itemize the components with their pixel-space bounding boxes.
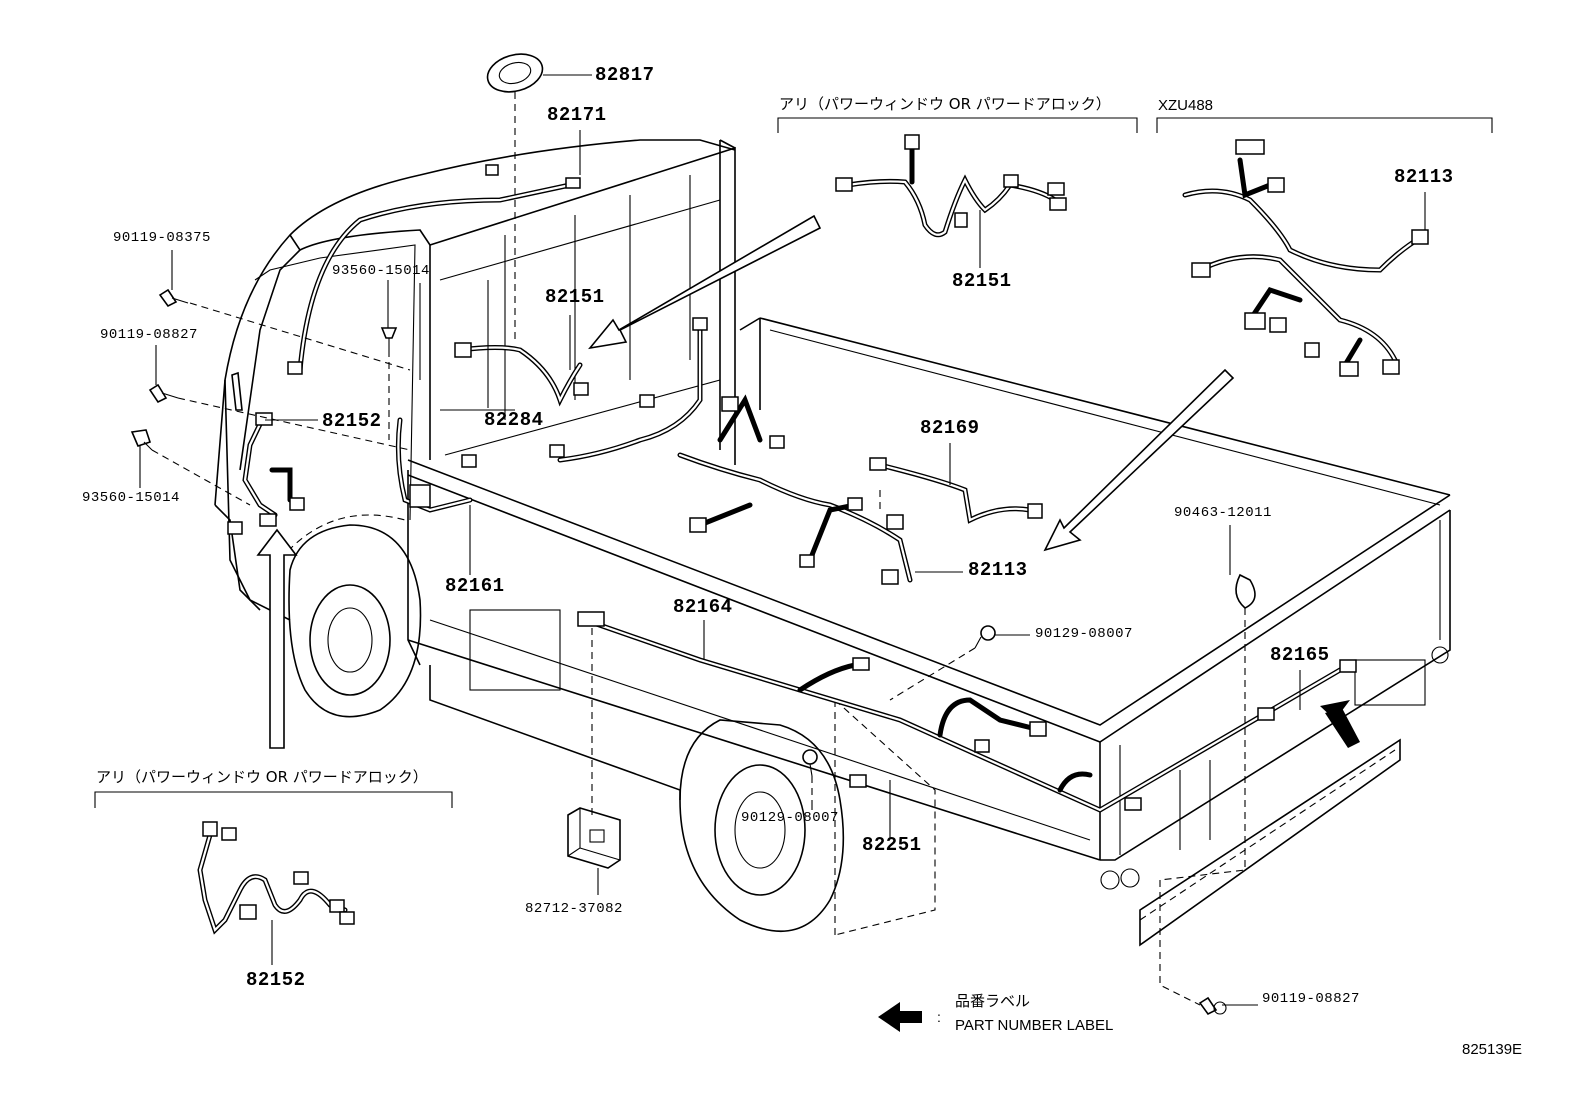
part-label-82151-cab: 82151 [545, 286, 605, 308]
option-harness-82152 [197, 821, 355, 965]
part-label-82251: 82251 [862, 834, 922, 856]
part-label-82152-cab: 82152 [322, 410, 382, 432]
legend-label-japanese: 品番ラベル [955, 992, 1031, 1010]
option-bracket-left [94, 791, 453, 808]
part-label-82171: 82171 [547, 104, 607, 126]
cab-rear-harness [395, 317, 708, 513]
part-label-90129-08007-lower: 90129-08007 [741, 810, 839, 826]
option-harness-82151 [835, 134, 1067, 268]
part-label-82152-option: 82152 [246, 969, 306, 991]
chassis-rear-wheel [429, 609, 936, 936]
clip-93560-15014-top [380, 327, 398, 350]
part-label-90463-12011: 90463-12011 [1174, 505, 1272, 521]
roof-harness [287, 164, 581, 375]
legend-colon: : [937, 1009, 941, 1025]
legend-label-english: PART NUMBER LABEL [955, 1017, 1114, 1034]
part-label-82817: 82817 [595, 64, 655, 86]
option-title-left: アリ（パワーウィンドウ OR パワードアロック） [96, 768, 428, 786]
legend-arrow-icon [878, 1002, 922, 1032]
part-label-82164: 82164 [673, 596, 733, 618]
grommet-82817 [486, 53, 544, 93]
option-harness-82113 [1182, 139, 1429, 377]
part-label-82151-option: 82151 [952, 270, 1012, 292]
part-label-82161: 82161 [445, 575, 505, 597]
leader-lines [139, 74, 1301, 1006]
part-label-82169: 82169 [920, 417, 980, 439]
bolt-90119-08827-left [148, 383, 179, 404]
clamp-90463-12011 [1235, 573, 1256, 609]
bolt-90129-08007-lower [802, 749, 818, 777]
option-title-top: アリ（パワーウィンドウ OR パワードアロック） [779, 95, 1111, 113]
reference-lines [151, 92, 1246, 1006]
dash-harness-82152 [227, 412, 305, 535]
cab-outline [214, 139, 736, 666]
view-arrows [256, 214, 1360, 749]
bolt-90129-08007-right [974, 625, 996, 649]
part-label-82113-option: 82113 [1394, 166, 1454, 188]
part-label-93560-15014-left: 93560-15014 [82, 490, 180, 506]
part-label-82113-bed: 82113 [968, 559, 1028, 581]
part-label-82712-37082: 82712-37082 [525, 901, 623, 917]
figure-id: 825139E [1462, 1041, 1523, 1058]
option-bracket-xzu [1156, 117, 1493, 133]
option-title-xzu488: XZU488 [1158, 97, 1214, 114]
bolt-90119-08375 [158, 288, 189, 308]
part-label-90119-08827-bottom: 90119-08827 [1262, 991, 1360, 1007]
part-label-93560-15014-top: 93560-15014 [332, 263, 430, 279]
cargo-bed [407, 317, 1451, 947]
relay-82712-37082 [567, 807, 621, 869]
bed-harness-82169 [869, 457, 1043, 524]
frame-harness-82164 [577, 611, 1357, 813]
part-label-90119-08827-left: 90119-08827 [100, 327, 198, 343]
part-label-82284: 82284 [484, 409, 544, 431]
cab-harness-82151 [454, 342, 589, 407]
option-bracket-top [777, 117, 1138, 133]
bed-harness-82113 [677, 394, 913, 585]
clip-93560-15014-left [130, 429, 153, 451]
part-label-82165: 82165 [1270, 644, 1330, 666]
part-label-90129-08007-right: 90129-08007 [1035, 626, 1133, 642]
front-wheel [279, 514, 422, 718]
part-label-90119-08375: 90119-08375 [113, 230, 211, 246]
bolt-90119-08827-bottom [1198, 996, 1227, 1016]
